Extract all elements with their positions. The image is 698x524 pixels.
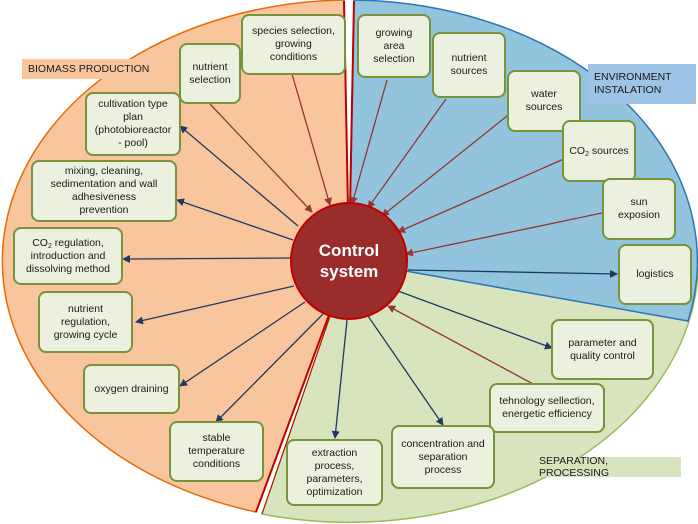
co2-sources-box: CO2 sources	[562, 120, 636, 182]
arrow-logistics	[407, 269, 618, 278]
nutrient-regulation-box: nutrient regulation, growing cycle	[38, 291, 133, 353]
arrow-nutrient-sources	[367, 98, 447, 209]
arrow-growing-area	[350, 79, 388, 205]
control-system-node: Control system	[290, 202, 408, 320]
arrow-oxygen	[179, 301, 306, 387]
arrow-mixing	[176, 198, 294, 241]
tehnology-sellection-box: tehnology sellection, energetic efficien…	[489, 383, 605, 433]
parameter-quality-box: parameter and quality control	[551, 319, 654, 380]
arrow-cultivation	[179, 125, 299, 227]
stable-temperature-box: stable temperature conditions	[169, 421, 264, 482]
arrow-co2-regulation	[122, 254, 292, 263]
arrow-co2-sources	[397, 157, 567, 233]
arrow-nutrient-selection	[209, 103, 313, 213]
growing-area-selection-box: growing area selection	[357, 14, 431, 78]
arrow-parameter	[397, 290, 553, 350]
extraction-process-box: extraction process, parameters, optimiza…	[286, 439, 383, 506]
arrow-water	[381, 111, 513, 217]
biomass-production-label: BIOMASS PRODUCTION	[22, 59, 172, 79]
concentration-separation-box: concentration and separation process	[391, 425, 495, 489]
arrow-species	[291, 73, 332, 206]
arrow-temperature	[215, 313, 324, 423]
nutrient-sources-box: nutrient sources	[432, 32, 506, 98]
cultivation-type-box: cultivation type plan (photobioreactor -…	[85, 92, 181, 156]
co2-regulation-box: CO2 regulation, introduction and dissolv…	[13, 227, 123, 285]
species-selection-box: species selection, growing conditions	[241, 14, 346, 75]
oxygen-draining-box: oxygen draining	[83, 364, 180, 414]
arrow-extraction	[331, 319, 348, 439]
separation-processing-label: SEPARATION, PROCESSING	[533, 455, 681, 479]
sun-exposion-box: sun exposion	[602, 178, 676, 240]
arrow-sun	[405, 212, 603, 257]
environment-instalation-label: ENVIRONMENT INSTALATION	[588, 64, 696, 104]
logistics-box: logistics	[618, 244, 692, 305]
arrow-concentration	[367, 315, 444, 426]
mixing-cleaning-box: mixing, cleaning, sedimentation and wall…	[31, 160, 177, 222]
arrow-tehnology	[387, 305, 549, 393]
nutrient-selection-box: nutrient selection	[179, 43, 241, 104]
arrow-nutrient-regulation	[135, 285, 295, 325]
